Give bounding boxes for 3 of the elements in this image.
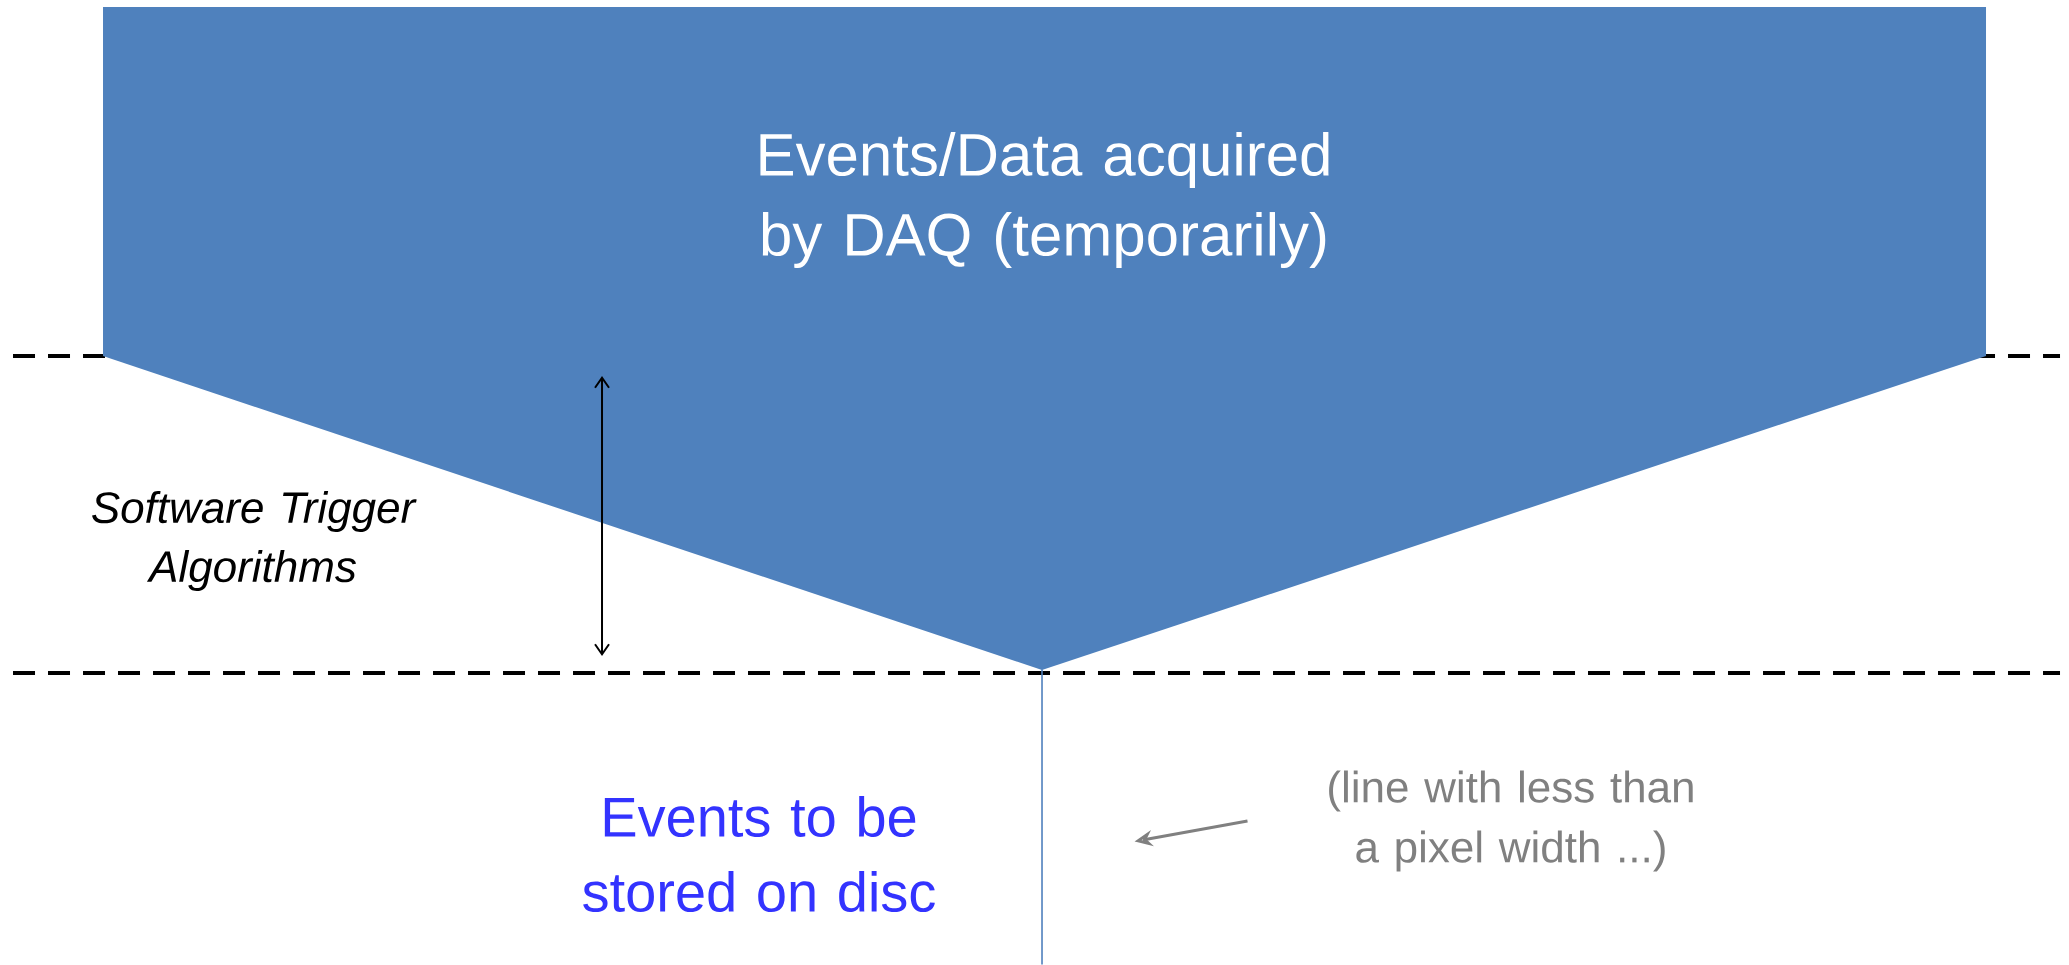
note-text: (line with less than a pixel width ...) [1329,770,1693,872]
thin-line [1041,669,1043,965]
output-label: Events to be stored on disc [583,795,935,913]
